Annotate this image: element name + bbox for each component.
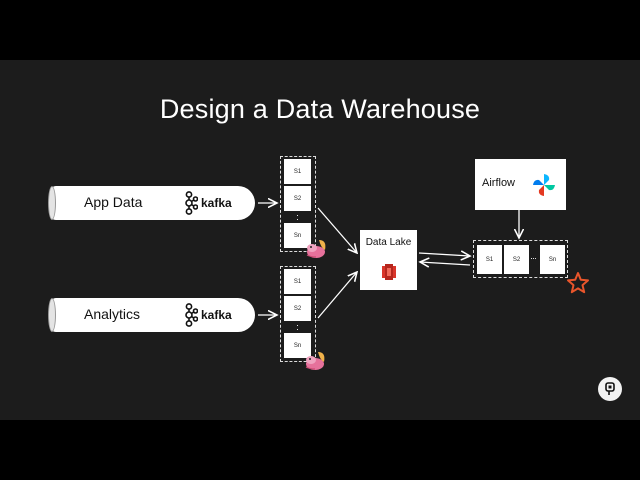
arrow-queue2-to-lake xyxy=(317,272,357,319)
arrow-warehouse-to-lake xyxy=(420,262,471,265)
channel-logo-badge xyxy=(598,377,622,401)
partition-segment: Sn xyxy=(284,333,311,358)
warehouse-partition-queue: S1 S2 ··· Sn xyxy=(473,240,568,278)
partition-segment: S1 xyxy=(477,245,502,274)
kafka-logo: kafka xyxy=(184,190,232,216)
ellipsis: ··· xyxy=(530,253,537,263)
flink-squirrel-icon xyxy=(306,240,326,258)
source-label: Analytics xyxy=(84,306,141,322)
partition-segment: S1 xyxy=(284,159,311,184)
kafka-logo-icon xyxy=(185,191,198,215)
partition-queue-2: S1 S2 ··· Sn xyxy=(280,266,316,362)
kafka-label: kafka xyxy=(201,308,232,322)
airflow-pinwheel-icon xyxy=(533,174,555,196)
source-pipe-app-data: App Data kafka xyxy=(48,186,255,220)
s3-bucket-icon xyxy=(382,264,396,280)
data-lake-label: Data Lake xyxy=(365,237,412,248)
partition-segment: Sn xyxy=(540,245,565,274)
star-outline-icon xyxy=(567,272,589,294)
data-lake-box: Data Lake xyxy=(360,230,417,290)
airflow-label: Airflow xyxy=(482,177,516,189)
kafka-logo: kafka xyxy=(184,302,232,328)
arrow-queue1-to-lake xyxy=(317,207,357,253)
source-pipe-analytics: Analytics kafka xyxy=(48,298,255,332)
kafka-logo-icon xyxy=(185,303,198,327)
airflow-box: Airflow xyxy=(475,159,566,210)
partition-segment: Sn xyxy=(284,223,311,248)
diagram-canvas: Design a Data Warehouse App Data xyxy=(0,60,640,420)
partition-segment: S1 xyxy=(284,269,311,294)
arrow-lake-to-warehouse xyxy=(418,253,470,256)
source-label: App Data xyxy=(84,194,143,210)
connector-layer xyxy=(258,60,640,420)
partition-segment: S2 xyxy=(284,296,311,321)
partition-segment: S2 xyxy=(504,245,529,274)
flink-squirrel-icon xyxy=(305,352,325,370)
kafka-label: kafka xyxy=(201,196,232,210)
page-title: Design a Data Warehouse xyxy=(159,94,481,124)
partition-queue-1: S1 S2 ··· Sn xyxy=(280,156,316,252)
partition-segment: S2 xyxy=(284,186,311,211)
channel-logo-icon xyxy=(605,382,615,395)
